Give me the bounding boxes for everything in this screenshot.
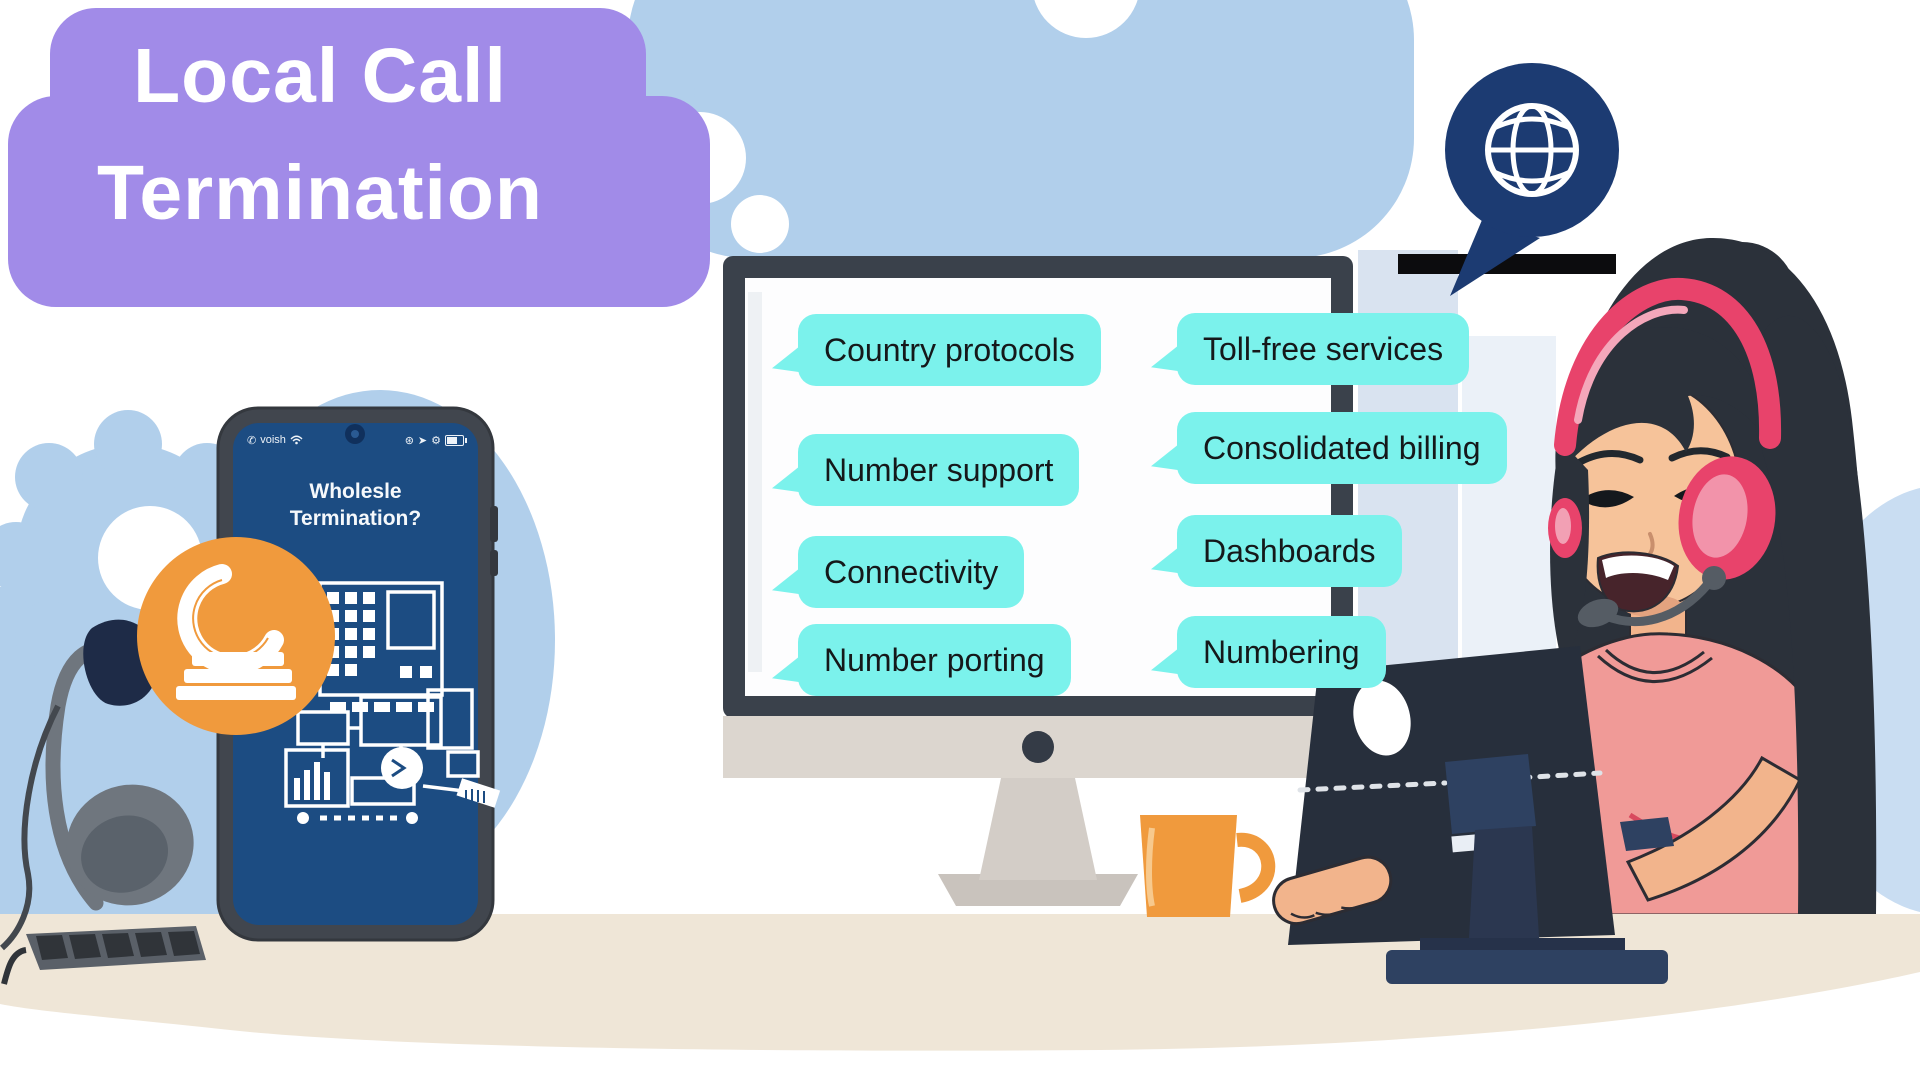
carrier-label: voish: [260, 434, 286, 446]
monitor-logo-icon: [1022, 731, 1054, 763]
bubble-consolidated-billing: Consolidated billing: [1177, 412, 1507, 484]
microphone-icon: [1577, 598, 1619, 628]
globe-status-icon: ⊛: [404, 434, 414, 447]
title-line-1: Local Call: [133, 33, 507, 119]
monitor-stand: [938, 778, 1138, 906]
coffee-mug-icon: [1140, 815, 1276, 917]
bubble-label: Consolidated billing: [1203, 429, 1481, 466]
title-line-2: Termination: [97, 150, 543, 237]
gear-icon: ⚙: [431, 434, 441, 447]
bubble-connectivity: Connectivity: [798, 536, 1025, 608]
bubble-label: Numbering: [1203, 633, 1360, 670]
wall-line: [1398, 254, 1616, 274]
bubble-number-porting: Number porting: [798, 624, 1071, 696]
telephone-handset-icon: [137, 537, 335, 735]
battery-icon: [445, 434, 467, 446]
globe-icon: [1485, 103, 1579, 197]
bubble-dashboards: Dashboards: [1177, 515, 1402, 587]
bubble-label: Toll-free services: [1203, 330, 1444, 367]
phone-question-line-1: Wholesle: [309, 480, 402, 503]
bubble-label: Country protocols: [824, 331, 1075, 368]
bubble-label: Number porting: [824, 641, 1045, 678]
location-icon: ➤: [417, 434, 428, 447]
globe-speech-bubble: [1445, 63, 1619, 296]
headphones-icon: [0, 619, 194, 951]
agent-headset: [1548, 277, 1782, 628]
smartphone-illustration: [212, 406, 501, 942]
agent-hair-front: [1755, 315, 1877, 915]
phone-diagram-art: [284, 581, 501, 824]
bubble-country-protocols: Country protocols: [798, 314, 1101, 386]
wifi-icon: [290, 435, 303, 445]
agent-hand: [1272, 855, 1393, 926]
bubble-label: Connectivity: [824, 553, 999, 590]
bubble-numbering: Numbering: [1177, 616, 1386, 688]
bubble-toll-free-services: Toll-free services: [1177, 313, 1470, 385]
phone-screen-question: Wholesle Termination?: [233, 478, 478, 533]
handset-icon: ✆: [247, 434, 257, 447]
keyboard-icon: [1620, 817, 1674, 851]
page-title: Local Call Termination: [40, 18, 600, 252]
phone-status-bar: ✆ voish ⊛ ➤ ⚙: [233, 430, 478, 450]
bubble-label: Dashboards: [1203, 532, 1376, 569]
bubble-number-support: Number support: [798, 434, 1080, 506]
title-badge-shape: [8, 96, 710, 307]
phone-question-line-2: Termination?: [289, 507, 422, 531]
power-strip-icon: [1, 926, 206, 985]
bubble-label: Number support: [824, 451, 1054, 488]
